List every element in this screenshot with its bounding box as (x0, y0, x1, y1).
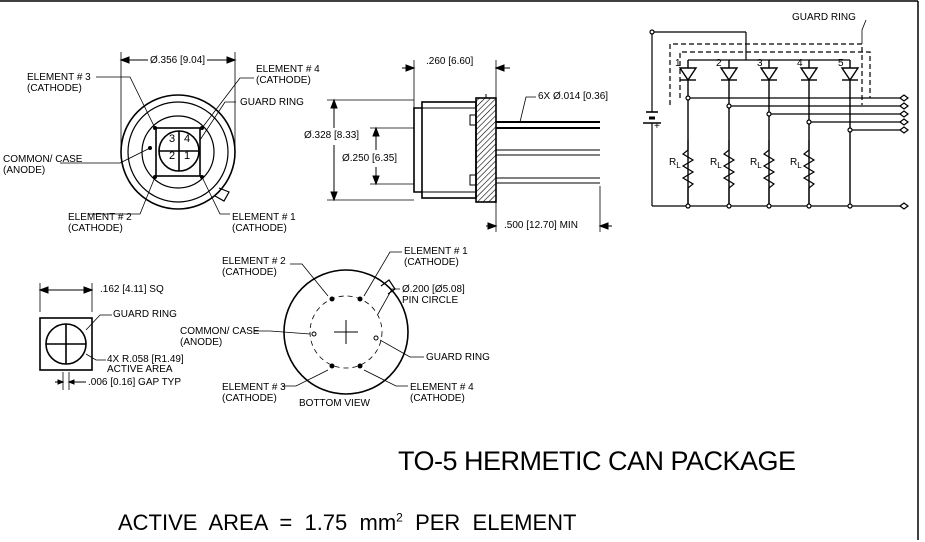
resistor-1-label: RL (669, 157, 681, 170)
top-view (60, 52, 254, 215)
bottom-pin-circle-label: Ø.200 [Ø5.08]PIN CIRCLE (402, 284, 465, 306)
side-lead-length: .500 [12.70] MIN (504, 220, 578, 231)
top-diameter-dim: Ø.356 [9.04] (148, 55, 208, 66)
detail-size-dim: .162 [4.11] SQ (100, 284, 164, 295)
diode-4-label: 4 (797, 58, 803, 69)
resistor-3-label: RL (750, 157, 762, 170)
top-element3-label: ELEMENT # 3(CATHODE) (27, 72, 91, 94)
circuit-guard-ring-label: GUARD RING (792, 12, 856, 23)
package-title: TO-5 HERMETIC CAN PACKAGE (398, 446, 796, 476)
diode-2-label: 2 (716, 58, 722, 69)
active-area-detail (38, 283, 112, 390)
bottom-element1-label: ELEMENT # 1(CATHODE) (404, 246, 468, 268)
bottom-common-case-label: COMMON/ CASE(ANODE) (180, 326, 260, 348)
detail-gap-dim: .006 [0.16] GAP TYP (88, 377, 182, 388)
side-view (327, 60, 612, 232)
bottom-view-caption: BOTTOM VIEW (299, 398, 370, 409)
resistor-4-label: RL (790, 157, 802, 170)
side-outer-diameter: Ø.328 [8.33] (304, 130, 360, 141)
battery-plus: + (654, 121, 660, 132)
quadrant-2: 2 (169, 150, 176, 162)
bottom-view (254, 251, 424, 395)
quadrant-1: 1 (184, 150, 191, 162)
circuit-schematic (643, 19, 909, 210)
detail-guard-ring-label: GUARD RING (113, 309, 177, 320)
resistor-2-label: RL (710, 157, 722, 170)
quadrant-4: 4 (184, 133, 191, 145)
side-width-dim: .260 [6.60] (426, 56, 474, 67)
bottom-element3-label: ELEMENT # 3(CATHODE) (222, 382, 286, 404)
diode-1-label: 1 (675, 58, 681, 69)
side-pins-dim: 6X Ø.014 [0.36] (538, 91, 609, 102)
bottom-element2-label: ELEMENT # 2(CATHODE) (222, 256, 286, 278)
bottom-guard-ring-label: GUARD RING (426, 352, 490, 363)
quadrant-3: 3 (169, 133, 176, 145)
top-element4-label: ELEMENT # 4(CATHODE) (256, 64, 320, 86)
top-guard-ring-label: GUARD RING (240, 97, 304, 108)
diode-5-label: 5 (838, 58, 844, 69)
active-area-note: ACTIVE AREA = 1.75 mm2 PER ELEMENT (118, 510, 577, 535)
diode-3-label: 3 (757, 58, 763, 69)
top-element1-label: ELEMENT # 1(CATHODE) (232, 212, 296, 234)
detail-radius-label: 4X R.058 [R1.49]ACTIVE AREA (107, 354, 184, 375)
bottom-element4-label: ELEMENT # 4(CATHODE) (410, 382, 474, 404)
top-common-case-label: COMMON/ CASE(ANODE) (3, 154, 83, 176)
top-element2-label: ELEMENT # 2(CATHODE) (68, 212, 132, 234)
side-inner-diameter: Ø.250 [6.35] (342, 153, 398, 164)
